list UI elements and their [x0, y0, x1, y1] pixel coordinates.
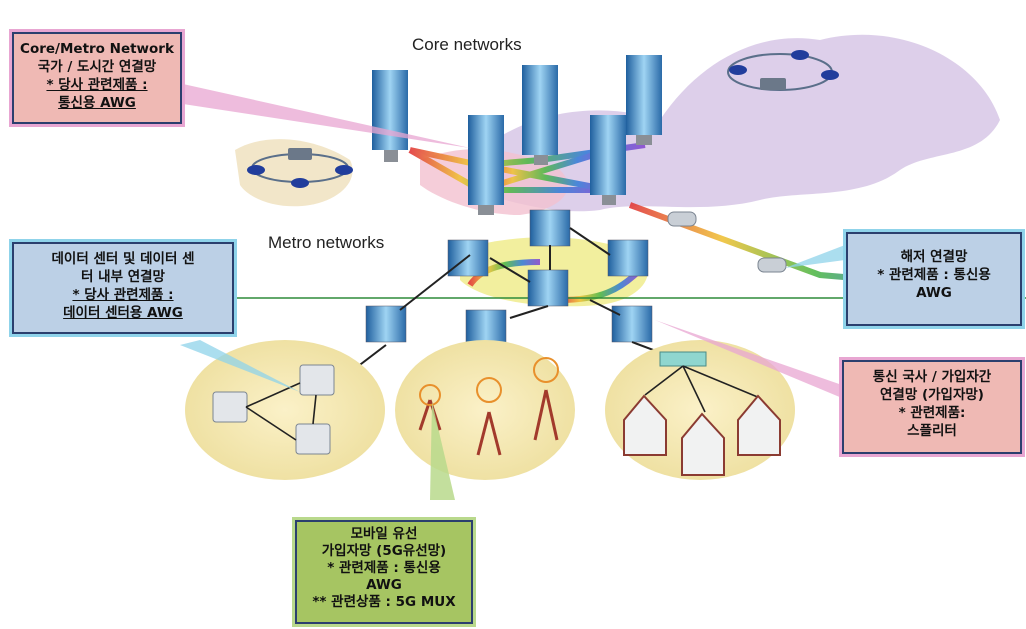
core-ring-left [247, 148, 353, 188]
callout-line: ** 관련상품 : 5G MUX [312, 594, 456, 610]
callout-line: * 당사 관련제품 : [72, 287, 174, 303]
callout-line: 터 내부 연결망 [81, 269, 165, 285]
core-ring-right [727, 50, 839, 91]
data-center-callout: 데이터 센터 및 데이터 센 터 내부 연결망 * 당사 관련제품 : 데이터 … [12, 242, 234, 334]
metro-networks-label: Metro networks [268, 233, 385, 252]
callout-line: AWG [366, 577, 402, 593]
callout-line: 스플리터 [907, 423, 957, 439]
callout-line: 해저 연결망 [900, 249, 968, 265]
callout-line: * 관련제품: [898, 405, 966, 421]
submarine-repeaters [667, 211, 787, 273]
callout-line: 통신 국사 / 가입자간 [872, 369, 992, 385]
metro-buildings [365, 209, 653, 347]
callout-line: 가입자망 (5G유선망) [321, 543, 447, 559]
callout-line: 데이터 센터용 AWG [63, 305, 183, 321]
callout-line: * 당사 관련제품 : [46, 77, 148, 93]
callout-pointers [180, 84, 845, 500]
callout-line: 모바일 유선 [350, 526, 418, 542]
mobile-callout: 모바일 유선 가입자망 (5G유선망) * 관련제품 : 통신용 AWG ** … [295, 520, 473, 624]
core-towers [372, 55, 662, 215]
callout-line: AWG [916, 285, 952, 301]
callout-line: 데이터 센터 및 데이터 센 [51, 251, 195, 267]
core-networks-label: Core networks [412, 35, 522, 54]
callout-line: 통신용 AWG [58, 95, 136, 111]
callout-line: Core/Metro Network [20, 41, 174, 57]
callout-line: * 관련제품 : 통신용 [877, 267, 991, 283]
submarine-callout: 해저 연결망 * 관련제품 : 통신용 AWG [846, 232, 1022, 326]
callout-line: 국가 / 도시간 연결망 [37, 59, 157, 75]
core-metro-callout: Core/Metro Network 국가 / 도시간 연결망 * 당사 관련제… [12, 32, 182, 124]
data-center-servers [212, 364, 335, 455]
callout-line: 연결망 (가입자망) [880, 387, 984, 403]
subscriber-callout: 통신 국사 / 가입자간 연결망 (가입자망) * 관련제품: 스플리터 [842, 360, 1022, 454]
callout-line: * 관련제품 : 통신용 [327, 560, 441, 576]
subscriber-houses [623, 351, 781, 476]
